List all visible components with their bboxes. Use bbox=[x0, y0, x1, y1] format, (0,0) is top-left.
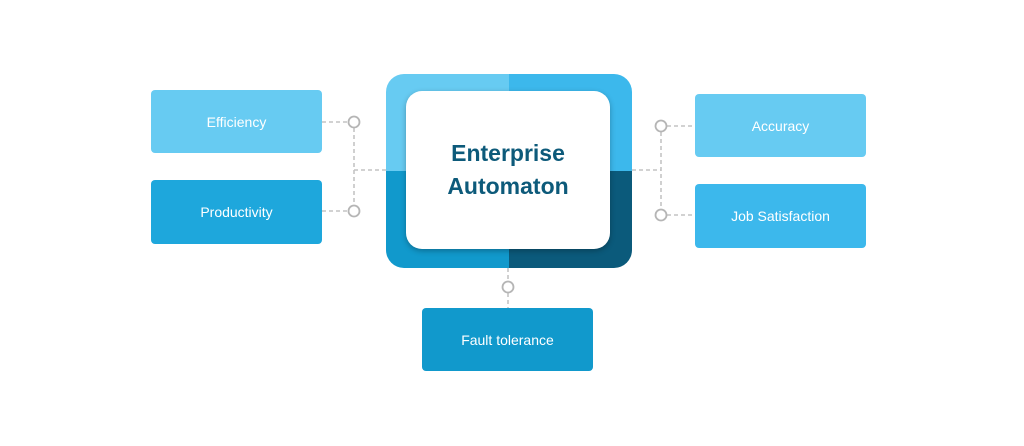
connector-node-efficiency bbox=[347, 115, 361, 129]
node-accuracy-label: Accuracy bbox=[751, 117, 810, 134]
node-productivity: Productivity bbox=[151, 180, 322, 244]
node-efficiency-label: Efficiency bbox=[206, 113, 267, 130]
node-productivity-label: Productivity bbox=[200, 204, 273, 220]
node-accuracy: Accuracy bbox=[695, 94, 866, 157]
node-efficiency: Efficiency bbox=[151, 90, 322, 153]
node-job-satisfaction: Job Satisfaction bbox=[695, 184, 866, 248]
hub-title-line1: Enterprise bbox=[451, 140, 565, 166]
node-fault-tolerance-label: Fault tolerance bbox=[461, 331, 554, 348]
connector-node-productivity bbox=[347, 204, 361, 218]
hub-card: Enterprise Automaton bbox=[406, 91, 610, 249]
connector-node-fault-tolerance bbox=[501, 280, 515, 294]
connector-node-job-satisfaction bbox=[654, 208, 668, 222]
node-job-satisfaction-label: Job Satisfaction bbox=[731, 208, 830, 224]
hub-title-line2: Automaton bbox=[447, 173, 569, 199]
connector-node-accuracy bbox=[654, 119, 668, 133]
node-fault-tolerance: Fault tolerance bbox=[422, 308, 593, 371]
